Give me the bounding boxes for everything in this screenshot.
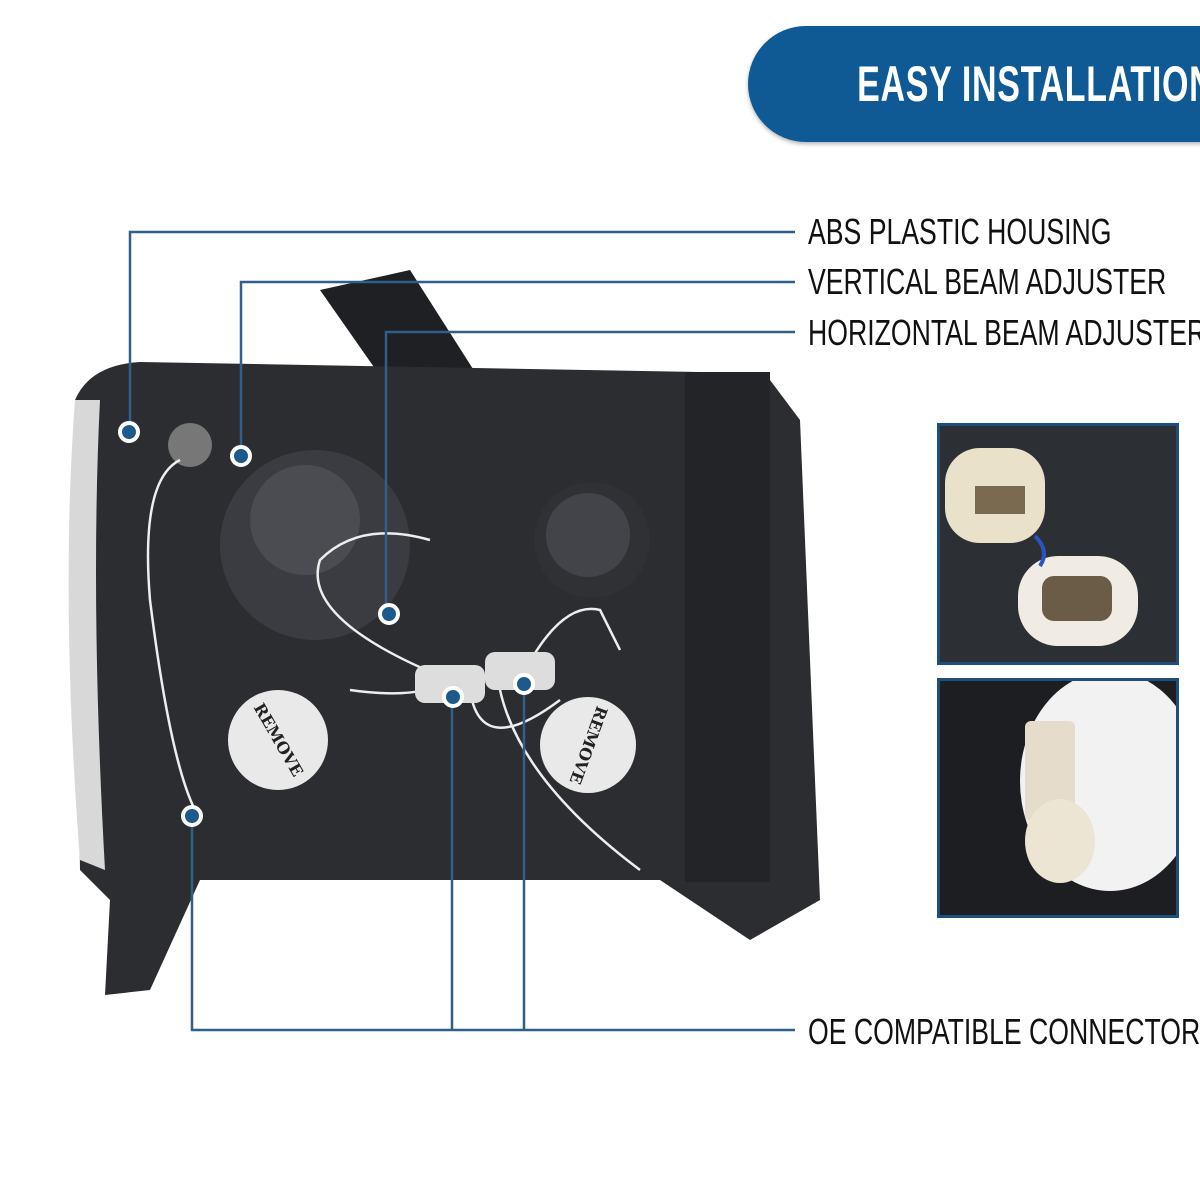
callout-abs-housing: ABS PLASTIC HOUSING <box>808 211 1112 252</box>
callout-dots <box>118 421 535 827</box>
easy-installation-banner: EASY INSTALLATION <box>748 26 1200 142</box>
remove-cap-left <box>228 690 328 790</box>
dot-connector-1 <box>442 686 464 708</box>
dot-vertical-adjuster <box>230 445 252 467</box>
dot-connector-2 <box>513 673 535 695</box>
dot-connector-3 <box>181 805 203 827</box>
low-beam-cap <box>250 465 360 575</box>
callout-oe-connectors: OE COMPATIBLE CONNECTORS <box>808 1011 1200 1052</box>
callout-vertical-adjuster: VERTICAL BEAM ADJUSTER <box>808 261 1167 302</box>
vertical-adjuster <box>168 423 212 467</box>
dot-housing <box>118 421 140 443</box>
side-tab <box>685 372 770 882</box>
lens-edge <box>68 400 105 870</box>
inset-connector-closeup <box>937 423 1179 665</box>
bulb-socket <box>1025 721 1075 821</box>
remove-cap-right <box>540 697 636 793</box>
dot-horizontal-adjuster <box>378 603 400 625</box>
leader-lines <box>128 230 795 1032</box>
inset-bulb-socket-closeup <box>937 678 1179 918</box>
callout-horizontal-adjuster: HORIZONTAL BEAM ADJUSTER <box>808 312 1200 353</box>
banner-title: EASY INSTALLATION <box>856 56 1200 112</box>
mounting-bracket <box>320 270 480 390</box>
high-beam-cap <box>546 493 630 577</box>
connector-right <box>485 652 555 690</box>
connector-left <box>415 665 485 703</box>
